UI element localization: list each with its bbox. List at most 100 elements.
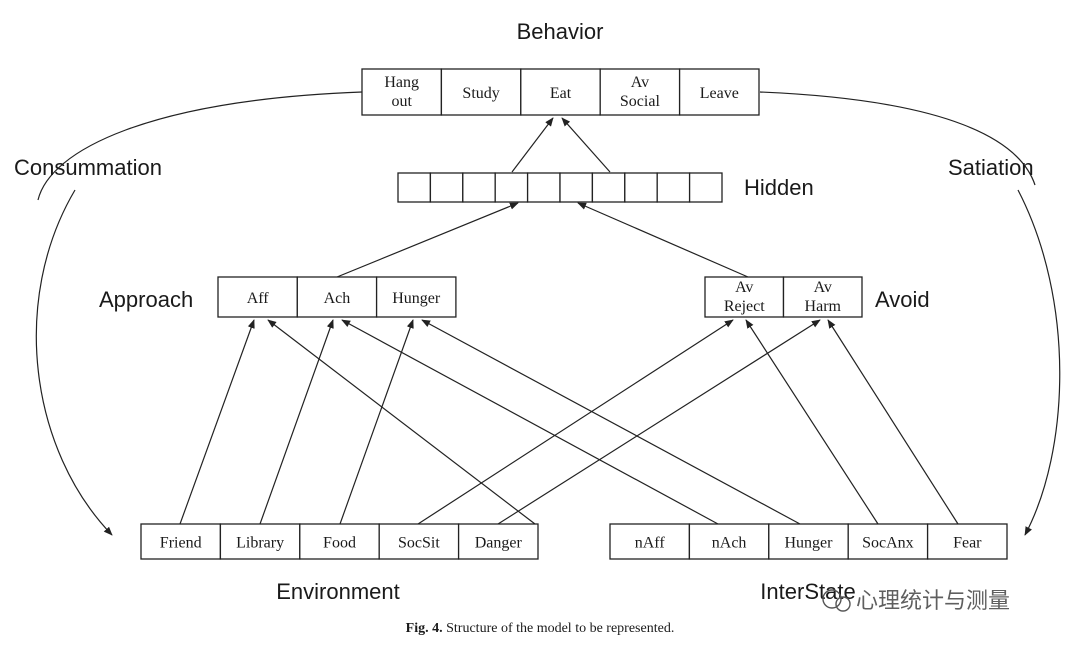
wechat-logo-icon-secondary bbox=[835, 596, 851, 612]
interstate-node-nach: nAch bbox=[688, 523, 770, 560]
avoid-node-av-harm-box bbox=[782, 276, 863, 318]
avoid-node-av-reject-label-line-2: Reject bbox=[724, 298, 765, 315]
edge-food-to-hunger bbox=[339, 319, 414, 525]
environment-node-friend: Friend bbox=[140, 523, 222, 560]
interstate-node-nach-label-line-1: nAch bbox=[712, 535, 747, 552]
environment-node-danger-box bbox=[457, 523, 539, 560]
behavior-node-hang-out: Hang out bbox=[361, 68, 443, 116]
consummation-label: Consummation bbox=[14, 155, 162, 180]
hidden-cell-10 bbox=[688, 172, 723, 203]
behavior-node-leave-label-line-1: Leave bbox=[700, 85, 739, 102]
behavior-node-av-social-label-line-2: Social bbox=[620, 93, 661, 110]
consummation-arc-lower bbox=[35, 189, 113, 536]
hidden-cell-6 bbox=[559, 172, 594, 203]
approach-node-hunger: Hunger bbox=[375, 276, 457, 318]
behavior-node-eat-box bbox=[520, 68, 601, 116]
hidden-layer bbox=[397, 172, 723, 203]
environment-node-food-label-line-1: Food bbox=[323, 535, 356, 552]
edge-nach-to-ach bbox=[341, 319, 719, 525]
avoid-label: Avoid bbox=[875, 287, 930, 312]
approach-node-ach-box bbox=[296, 276, 378, 318]
interstate-node-naff: nAff bbox=[609, 523, 691, 560]
approach-node-aff-label-line-1: Aff bbox=[247, 290, 270, 307]
environment-node-library: Library bbox=[219, 523, 301, 560]
behavior-node-av-social-label-line-1: Av bbox=[631, 74, 649, 91]
environment-node-friend-box bbox=[140, 523, 222, 560]
edge-naff-to-aff bbox=[267, 319, 536, 525]
approach-node-ach: Ach bbox=[296, 276, 378, 318]
environment-node-friend-label-line-1: Friend bbox=[160, 535, 202, 552]
figure-caption: Fig. 4. Structure of the model to be rep… bbox=[406, 621, 675, 636]
interstate-node-socanx-label-line-1: SocAnx bbox=[862, 535, 914, 552]
behavior-node-hang-out-label-line-2: out bbox=[391, 93, 412, 110]
edge-library-to-ach bbox=[259, 319, 334, 525]
environment-node-food: Food bbox=[299, 523, 380, 560]
interstate-node-fear: Fear bbox=[926, 523, 1008, 560]
interstate-node-hunger: Hunger bbox=[768, 523, 849, 560]
behavior-node-eat-label-line-1: Eat bbox=[550, 85, 572, 102]
hidden-cell-4 bbox=[494, 172, 529, 203]
satiation-arc bbox=[759, 91, 1036, 186]
edge-avoid-to-hidden bbox=[577, 202, 749, 278]
avoid-node-av-harm-label-line-1: Av bbox=[814, 279, 832, 296]
hidden-cell-1 bbox=[397, 172, 432, 203]
interstate-node-hunger-label-line-1: Hunger bbox=[785, 535, 834, 552]
environment-node-socsit: SocSit bbox=[378, 523, 460, 560]
environment-node-library-box bbox=[219, 523, 301, 560]
avoid-node-av-reject-label-line-1: Av bbox=[735, 279, 753, 296]
interstate-node-socanx: SocAnx bbox=[847, 523, 929, 560]
approach-layer: Aff Ach Hunger bbox=[217, 276, 457, 318]
edge-approach-to-hidden bbox=[336, 202, 519, 278]
environment-node-socsit-box bbox=[378, 523, 460, 560]
behavior-node-study: Study bbox=[440, 68, 522, 116]
behavior-node-study-label-line-1: Study bbox=[462, 85, 499, 102]
watermark-text: 心理统计与测量 bbox=[856, 589, 1010, 614]
edge-hidden-to-eat-left bbox=[511, 117, 554, 173]
avoid-node-av-harm-label-line-2: Harm bbox=[805, 298, 842, 315]
approach-node-aff-box bbox=[217, 276, 298, 318]
approach-node-ach-label-line-1: Ach bbox=[324, 290, 351, 307]
caption-prefix: Fig. 4. bbox=[406, 621, 443, 636]
approach-node-hunger-box bbox=[375, 276, 457, 318]
edge-socsit-to-avreject bbox=[417, 319, 734, 525]
interstate-node-nach-box bbox=[688, 523, 770, 560]
edge-fear-to-avharm bbox=[827, 319, 959, 525]
hidden-cell-8 bbox=[624, 172, 658, 203]
environment-label: Environment bbox=[276, 579, 400, 604]
hidden-cell-9 bbox=[656, 172, 691, 203]
interstate-label: InterState bbox=[760, 579, 855, 604]
edge-socanx-to-avreject bbox=[745, 319, 879, 525]
environment-node-danger: Danger bbox=[457, 523, 539, 560]
edge-hidden-to-eat-right bbox=[561, 117, 611, 173]
behavior-node-hang-out-label-line-1: Hang bbox=[384, 74, 419, 91]
hidden-cell-5 bbox=[526, 172, 561, 203]
hidden-cell-3 bbox=[462, 172, 496, 203]
behavior-node-hang-out-box bbox=[361, 68, 443, 116]
behavior-node-leave-box bbox=[678, 68, 760, 116]
connection-arrows bbox=[179, 117, 959, 525]
avoid-node-av-reject-box bbox=[704, 276, 785, 318]
consummation-arc bbox=[37, 91, 363, 201]
interstate-node-naff-label-line-1: nAff bbox=[635, 535, 666, 552]
hidden-label: Hidden bbox=[744, 175, 814, 200]
environment-layer: Friend Library Food SocSit Danger bbox=[140, 523, 539, 560]
interstate-node-socanx-box bbox=[847, 523, 929, 560]
interstate-node-fear-box bbox=[926, 523, 1008, 560]
behavior-node-av-social-box bbox=[599, 68, 681, 116]
environment-node-socsit-label-line-1: SocSit bbox=[398, 535, 440, 552]
environment-node-library-label-line-1: Library bbox=[236, 535, 284, 552]
approach-node-hunger-label-line-1: Hunger bbox=[392, 290, 441, 307]
behavior-node-eat: Eat bbox=[520, 68, 601, 116]
behavior-label: Behavior bbox=[517, 19, 604, 44]
caption-text: Structure of the model to be represented… bbox=[443, 621, 675, 636]
hidden-cell-2 bbox=[429, 172, 464, 203]
environment-node-food-box bbox=[299, 523, 380, 560]
approach-node-aff: Aff bbox=[217, 276, 298, 318]
